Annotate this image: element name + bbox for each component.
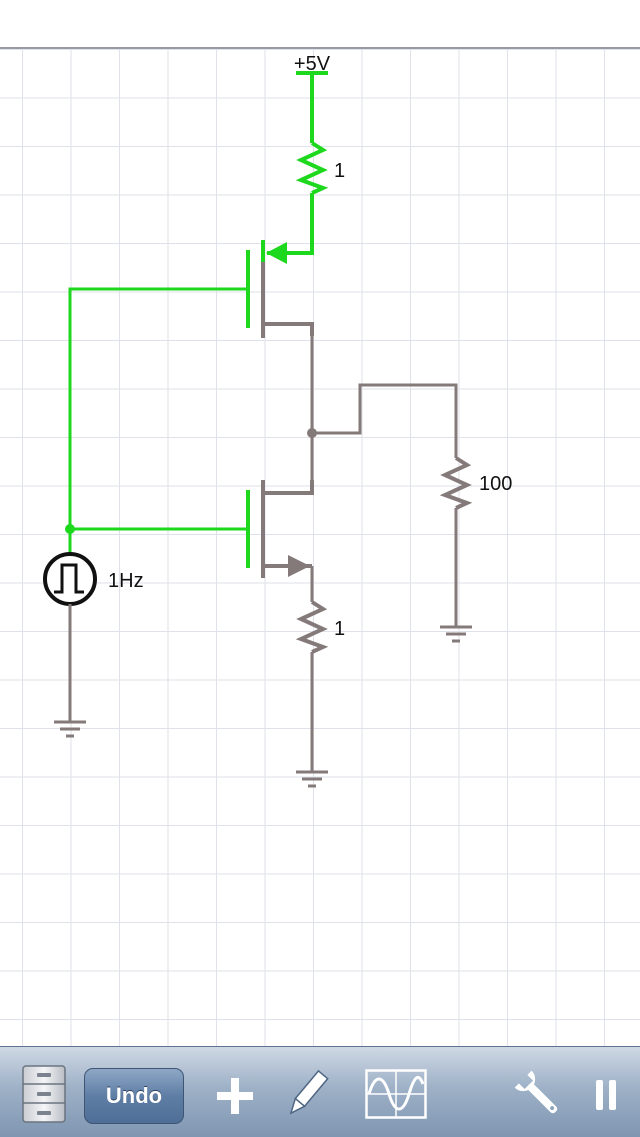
add-icon[interactable] <box>214 1075 256 1117</box>
load-resistor[interactable]: 100 <box>439 456 512 510</box>
scope-icon[interactable] <box>365 1069 427 1119</box>
wrench-icon[interactable] <box>512 1067 564 1121</box>
source-label: 1Hz <box>108 570 144 592</box>
ground-symbol <box>54 720 86 738</box>
wire[interactable] <box>68 287 248 531</box>
wire[interactable] <box>267 193 314 255</box>
bottom-resistor[interactable]: 1 <box>295 600 345 654</box>
bottom-toolbar: Undo <box>0 1046 640 1137</box>
top-resistor-label: 1 <box>334 160 345 182</box>
bottom-resistor-label: 1 <box>334 618 345 640</box>
ground-symbol <box>296 770 328 788</box>
circuit-schematic: +5V 1 100 <box>43 53 512 788</box>
top-resistor[interactable]: 1 <box>295 141 345 195</box>
supply-label: +5V <box>294 53 331 75</box>
top-bar <box>0 0 640 49</box>
supply-rail[interactable]: +5V <box>294 53 331 75</box>
square-wave-icon <box>54 563 84 594</box>
wire[interactable] <box>312 383 458 458</box>
load-resistor-label: 100 <box>479 473 512 495</box>
circuit-canvas[interactable]: +5V 1 100 <box>0 49 640 1046</box>
undo-button[interactable]: Undo <box>84 1068 184 1124</box>
square-wave-source[interactable]: 1Hz <box>43 529 144 606</box>
pause-icon[interactable] <box>594 1079 618 1111</box>
pencil-icon[interactable] <box>282 1067 332 1121</box>
ground-symbol <box>440 625 472 643</box>
nmos-transistor[interactable] <box>246 480 314 578</box>
file-cabinet-icon[interactable] <box>22 1065 66 1123</box>
